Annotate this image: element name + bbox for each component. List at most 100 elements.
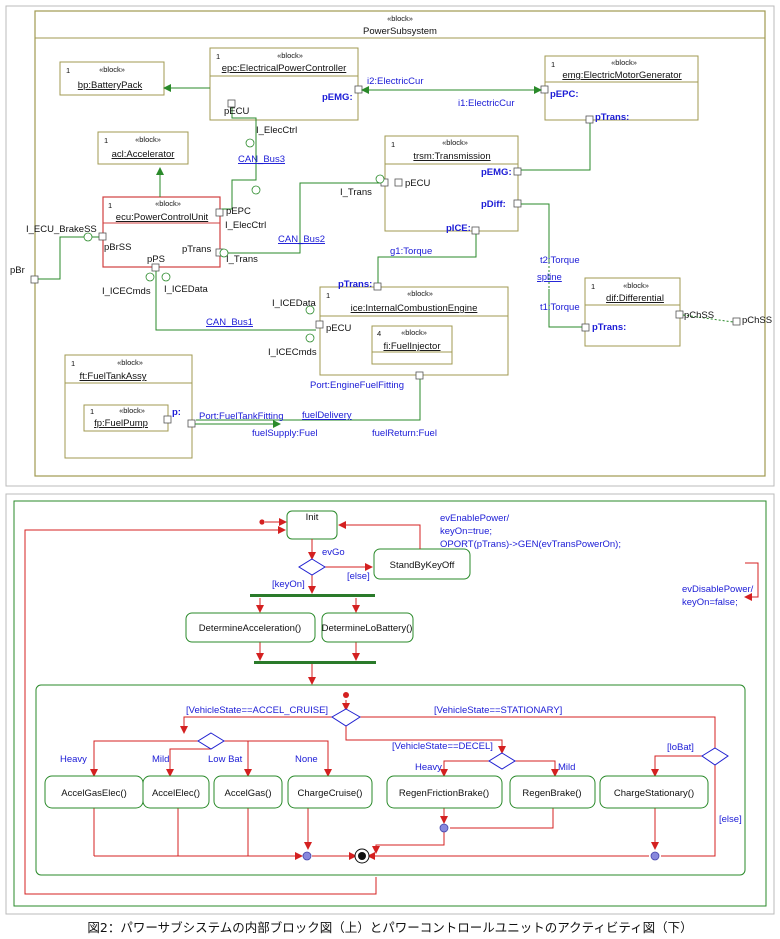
label-canbus2: CAN_Bus2 <box>278 234 325 245</box>
label-lowbat: Low Bat <box>208 754 243 765</box>
dif-name: dif:Differential <box>606 293 664 304</box>
label-ecu-ptrans: pTrans <box>182 244 211 255</box>
fp-stereo: «block» <box>119 406 145 415</box>
label-fuelsupply: fuelSupply:Fuel <box>252 428 317 439</box>
state-chargestationary[interactable]: ChargeStationary() <box>599 775 709 809</box>
ft-stereo: «block» <box>117 358 143 367</box>
state-standby[interactable]: StandByKeyOff <box>373 548 471 580</box>
activity-arrows <box>24 521 759 895</box>
label-fuelreturn: fuelReturn:Fuel <box>372 428 437 439</box>
label-ielecctrl2: I_ElecCtrl <box>225 220 266 231</box>
label-ice-ptrans: pTrans: <box>338 279 372 290</box>
label-lobat: [loBat] <box>667 742 694 753</box>
label-heavy1: Heavy <box>60 754 87 765</box>
dif-stereo: «block» <box>623 281 649 290</box>
block-fi[interactable]: 4 «block» fi:FuelInjector <box>371 325 453 365</box>
label-itrans1: I_Trans <box>340 187 372 198</box>
ecu-mult: 1 <box>108 201 112 210</box>
fi-stereo: «block» <box>401 328 427 337</box>
label-evenable1: evEnablePower/ <box>440 513 510 524</box>
emg-name: emg:ElectricMotorGenerator <box>562 70 681 81</box>
bp-name: bp:BatteryPack <box>78 80 143 91</box>
composite-state <box>35 684 746 876</box>
ecu-stereo: «block» <box>155 199 181 208</box>
ibd-connectors <box>38 84 734 428</box>
block-ecu[interactable]: 1 «block» ecu:PowerControlUnit <box>102 196 221 268</box>
label-heavy2: Heavy <box>415 762 442 773</box>
fi-name: fi:FuelInjector <box>383 341 440 352</box>
state-init-label: Init <box>306 512 319 523</box>
block-acl[interactable]: 1 «block» acl:Accelerator <box>97 131 189 165</box>
block-fp[interactable]: 1 «block» fp:FuelPump <box>83 404 169 432</box>
decision-diamonds <box>197 558 729 770</box>
label-stationary: [VehicleState==STATIONARY] <box>434 705 562 716</box>
trsm-stereo: «block» <box>442 138 468 147</box>
label-iicedata1: I_ICEData <box>164 284 209 295</box>
label-evdisable2: keyOn=false; <box>682 597 738 608</box>
label-ielecctrl1: I_ElecCtrl <box>256 125 297 136</box>
label-pchss-out: pChSS <box>742 315 772 326</box>
state-chargecruise-label: ChargeCruise() <box>298 788 363 799</box>
label-itrans2: I_Trans <box>226 254 258 265</box>
bp-stereo: «block» <box>99 65 125 74</box>
label-mild1: Mild <box>152 754 169 765</box>
state-detlobat-label: DetermineLoBattery() <box>322 623 413 634</box>
block-emg[interactable]: 1 «block» emg:ElectricMotorGenerator <box>544 55 699 121</box>
state-detaccel[interactable]: DetermineAcceleration() <box>185 612 316 643</box>
label-else1: [else] <box>347 571 370 582</box>
label-none: None <box>295 754 318 765</box>
merge-dots <box>302 823 660 861</box>
label-trsm-pice: pICE: <box>446 223 471 234</box>
state-regenfriction[interactable]: RegenFrictionBrake() <box>386 775 503 809</box>
state-regenbrake[interactable]: RegenBrake() <box>509 775 596 809</box>
label-trsm-pdiff: pDiff: <box>481 199 506 210</box>
label-fueldelivery: fuelDelivery <box>302 410 352 421</box>
state-detlobat[interactable]: DetermineLoBattery() <box>321 612 414 643</box>
trsm-name: trsm:Transmission <box>413 151 490 162</box>
fp-mult: 1 <box>90 407 94 416</box>
state-accelgas[interactable]: AccelGas() <box>213 775 283 809</box>
interface-balls <box>83 138 385 343</box>
block-dif[interactable]: 1 «block» dif:Differential <box>584 277 681 347</box>
block-trsm[interactable]: 1 «block» trsm:Transmission <box>384 135 519 232</box>
label-iicecmds1: I_ICECmds <box>102 286 151 297</box>
figure-caption: 図2：パワーサブシステムの内部ブロック図（上）とパワーコントロールユニットのアク… <box>87 920 693 935</box>
initial-node-inner <box>343 692 349 698</box>
acl-stereo: «block» <box>135 135 161 144</box>
label-decel: [VehicleState==DECEL] <box>392 741 493 752</box>
join-bar <box>254 661 376 664</box>
label-evdisable1: evDisablePower/ <box>682 584 754 595</box>
label-accelcruise: [VehicleState==ACCEL_CRUISE] <box>186 705 328 716</box>
state-regenfriction-label: RegenFrictionBrake() <box>399 788 489 799</box>
label-ice-pecu: pECU <box>326 323 351 334</box>
label-port-tank: Port:FuelTankFitting <box>199 411 283 422</box>
state-regenbrake-label: RegenBrake() <box>522 788 581 799</box>
label-pps: pPS <box>147 254 165 265</box>
label-ecu-pepc: pEPC <box>226 206 251 217</box>
block-bp[interactable]: 1 «block» bp:BatteryPack <box>59 61 165 96</box>
state-accelelec[interactable]: AccelElec() <box>142 775 210 809</box>
label-t1: t1:Torque <box>540 302 580 313</box>
label-g1: g1:Torque <box>390 246 432 257</box>
state-chargecruise[interactable]: ChargeCruise() <box>287 775 373 809</box>
label-else2: [else] <box>719 814 742 825</box>
internal-block-diagram: «block» PowerSubsystem 1 «block» bp:Batt… <box>5 5 775 487</box>
ft-mult: 1 <box>71 359 75 368</box>
trsm-mult: 1 <box>391 140 395 149</box>
state-init[interactable]: Init <box>286 510 338 540</box>
label-pbr: pBr <box>10 265 25 276</box>
state-detaccel-label: DetermineAcceleration() <box>199 623 301 634</box>
block-epc[interactable]: 1 «block» epc:ElectricalPowerController <box>209 47 359 121</box>
label-epc-pemg: pEMG: <box>322 92 353 103</box>
bp-mult: 1 <box>66 66 70 75</box>
state-standby-label: StandByKeyOff <box>390 560 455 571</box>
label-evenable3: OPORT(pTrans)->GEN(evTransPowerOn); <box>440 539 621 550</box>
label-dif-ptrans: pTrans: <box>592 322 626 333</box>
state-accelelec-label: AccelElec() <box>152 788 200 799</box>
label-iecubrakess: I_ECU_BrakeSS <box>26 224 97 235</box>
initial-node-top <box>259 519 265 525</box>
state-accelgaselec[interactable]: AccelGasElec() <box>44 775 144 809</box>
ice-mult: 1 <box>326 291 330 300</box>
fi-mult: 4 <box>377 329 381 338</box>
